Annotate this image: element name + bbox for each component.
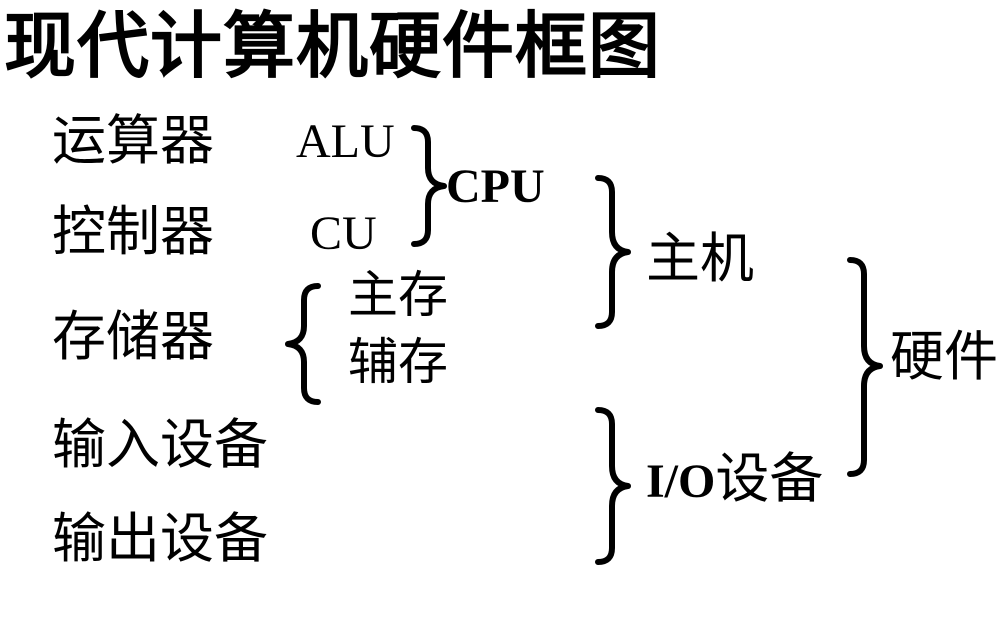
io-device-label: I/O设备	[646, 452, 823, 506]
cu-label: 控制器	[52, 200, 214, 263]
aux-memory-label: 辅存	[348, 333, 448, 391]
hardware-label: 硬件	[890, 325, 998, 388]
cpu-brace	[411, 125, 447, 247]
main-memory-label: 主存	[348, 266, 448, 324]
input-device-label: 输入设备	[52, 413, 268, 476]
cu-abbrev: CU	[310, 207, 377, 260]
page-title: 现代计算机硬件框图	[4, 4, 662, 88]
cpu-label: CPU	[446, 160, 545, 213]
memory-brace	[285, 283, 321, 405]
io-prefix: I/O	[646, 455, 716, 508]
alu-abbrev: ALU	[296, 115, 395, 168]
host-label: 主机	[646, 227, 754, 290]
io-suffix: 设备	[715, 447, 824, 510]
host-brace	[595, 175, 631, 329]
output-device-label: 输出设备	[52, 507, 268, 570]
alu-label: 运算器	[52, 109, 214, 172]
hardware-brace	[847, 257, 883, 477]
io-brace	[595, 407, 631, 565]
memory-label: 存储器	[52, 305, 214, 368]
